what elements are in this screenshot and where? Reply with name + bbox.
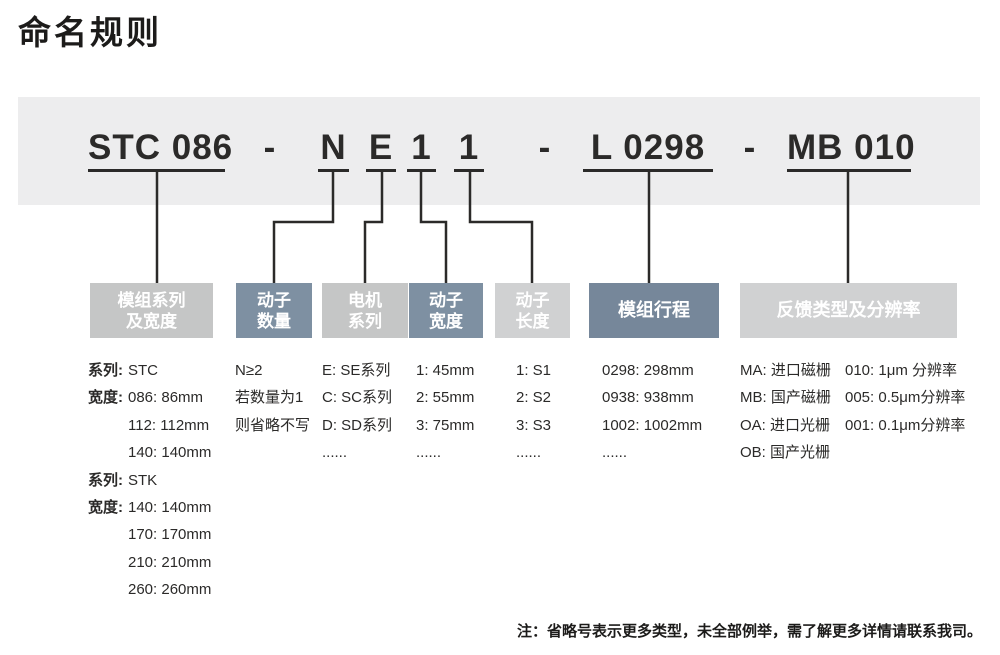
detail-row: 1: S1 xyxy=(516,362,552,379)
code-seg-motor-series: E xyxy=(366,128,396,172)
code-seg-series-width: STC 086 xyxy=(88,128,232,172)
detail-row: OB: 国产光栅 xyxy=(740,444,831,462)
detail-row: 0298: 298mm xyxy=(602,362,694,379)
code-dash: - xyxy=(743,128,757,167)
detail-row: 系列:STK xyxy=(88,471,158,489)
detail-row: 140: 140mm xyxy=(128,444,212,462)
code-dash: - xyxy=(263,128,277,167)
ellipsis-row: ...... xyxy=(602,444,628,462)
detail-row: 3: 75mm xyxy=(416,416,475,434)
box-mover-count: 动子数量 xyxy=(236,283,312,338)
box-mover-width: 动子宽度 xyxy=(409,283,483,338)
detail-row: 则省略不写 xyxy=(235,416,311,434)
detail-row: OA: 进口光栅 xyxy=(740,416,831,434)
detail-row: E: SE系列 xyxy=(322,362,391,379)
stroke-details: 0298: 298mm 0938: 938mm 1002: 1002mm ...… xyxy=(602,357,702,467)
detail-row: 010: 1μm 分辨率 xyxy=(845,362,958,379)
detail-row: 1002: 1002mm xyxy=(602,416,703,434)
detail-row: 若数量为1 xyxy=(235,389,304,407)
detail-row: 0938: 938mm xyxy=(602,389,694,407)
series-width-details: 系列:STC 宽度:086: 86mm 112: 112mm 140: 140m… xyxy=(88,357,211,604)
detail-row: 1: 45mm xyxy=(416,362,475,379)
mover-count-details: N≥2 若数量为1 则省略不写 xyxy=(235,357,310,439)
detail-row: 3: S3 xyxy=(516,416,552,434)
detail-row: 210: 210mm xyxy=(128,553,212,571)
page-title: 命名规则 xyxy=(18,14,162,51)
motor-series-details: E: SE系列 C: SC系列 D: SD系列 ...... xyxy=(322,357,392,467)
mover-width-details: 1: 45mm 2: 55mm 3: 75mm ...... xyxy=(416,357,474,467)
detail-row: 001: 0.1μm分辨率 xyxy=(845,416,966,434)
ellipsis-row: ...... xyxy=(416,444,442,462)
mover-length-details: 1: S1 2: S2 3: S3 ...... xyxy=(516,357,551,467)
detail-row: C: SC系列 xyxy=(322,389,393,407)
detail-row: 005: 0.5μm分辨率 xyxy=(845,389,966,407)
code-dash: - xyxy=(538,128,552,167)
detail-row: 2: 55mm xyxy=(416,389,475,407)
box-motor-series: 电机系列 xyxy=(322,283,408,338)
detail-row: N≥2 xyxy=(235,362,263,379)
detail-row: 系列:STC xyxy=(88,362,158,379)
code-seg-mover-count: N xyxy=(318,128,349,172)
feedback-type-details: MA: 进口磁栅 MB: 国产磁栅 OA: 进口光栅 OB: 国产光栅 xyxy=(740,357,831,467)
box-feedback: 反馈类型及分辨率 xyxy=(740,283,957,338)
detail-row: MB: 国产磁栅 xyxy=(740,389,831,407)
ellipsis-row: ...... xyxy=(516,444,542,462)
detail-row: 112: 112mm xyxy=(128,416,210,434)
code-seg-stroke: L 0298 xyxy=(583,128,713,172)
detail-row: MA: 进口磁栅 xyxy=(740,362,831,379)
code-seg-feedback: MB 010 xyxy=(787,128,915,172)
detail-row: D: SD系列 xyxy=(322,416,393,434)
box-mover-length: 动子长度 xyxy=(495,283,570,338)
code-seg-mover-width: 1 xyxy=(407,128,436,172)
detail-row: 宽度:140: 140mm xyxy=(88,499,212,517)
detail-row: 宽度:086: 86mm xyxy=(88,389,204,407)
detail-row: 260: 260mm xyxy=(128,581,212,599)
code-seg-mover-length: 1 xyxy=(454,128,484,172)
feedback-resolution-details: 010: 1μm 分辨率 005: 0.5μm分辨率 001: 0.1μm分辨率 xyxy=(845,357,965,439)
box-stroke: 模组行程 xyxy=(589,283,719,338)
detail-row: 170: 170mm xyxy=(128,526,212,544)
box-series-width: 模组系列及宽度 xyxy=(90,283,213,338)
detail-row: 2: S2 xyxy=(516,389,552,407)
footnote: 注：省略号表示更多类型，未全部例举，需了解更多详情请联系我司。 xyxy=(516,623,982,640)
ellipsis-row: ...... xyxy=(322,444,348,462)
